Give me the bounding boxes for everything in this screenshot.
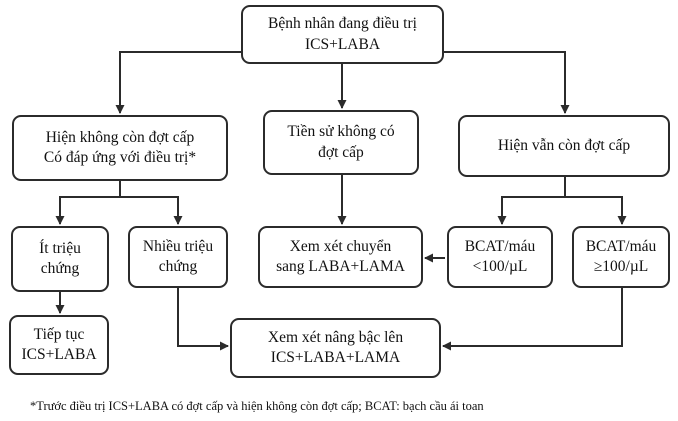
footnote: *Trước điều trị ICS+LABA có đợt cấp và h… xyxy=(30,399,484,413)
node-few-symptoms-line-1: Ít triệu xyxy=(39,239,81,257)
node-root-line-1: Bệnh nhân đang điều trị xyxy=(268,15,417,33)
node-switch-laba-lama: Xem xét chuyển sang LABA+LAMA xyxy=(258,226,423,288)
node-escalate-triple-line-2: ICS+LABA+LAMA xyxy=(270,349,401,366)
node-no-exacerbation-line-2: Có đáp ứng với điều trị* xyxy=(43,149,197,166)
node-still-exacerbation-line-1: Hiện vẫn còn đợt cấp xyxy=(497,136,631,154)
node-no-exacerbation-line-1: Hiện không còn đợt cấp xyxy=(45,128,195,146)
node-many-symptoms-line-1: Nhiều triệu xyxy=(142,237,214,255)
node-bcat-high: BCAT/máu ≥100/µL xyxy=(572,226,670,288)
node-bcat-high-line-1: BCAT/máu xyxy=(585,237,657,255)
node-escalate-triple-line-1: Xem xét nâng bậc lên xyxy=(267,328,404,346)
node-no-exacerbation: Hiện không còn đợt cấp Có đáp ứng với đi… xyxy=(12,115,228,181)
node-no-history: Tiền sử không có đợt cấp xyxy=(263,110,419,175)
node-root-line-2: ICS+LABA xyxy=(304,35,381,53)
node-many-symptoms: Nhiều triệu chứng xyxy=(128,226,228,288)
node-few-symptoms: Ít triệu chứng xyxy=(11,226,109,292)
edge-still-exacerbation-to-high xyxy=(565,196,627,225)
edge-bcat-high-to-escalate xyxy=(442,288,623,351)
edge-no-exacerbation-to-many xyxy=(120,196,183,225)
node-switch-laba-lama-line-1: Xem xét chuyển xyxy=(289,237,392,255)
node-continue-ics-laba: Tiếp tục ICS+LABA xyxy=(9,315,109,375)
edge-many-to-escalate xyxy=(177,288,229,351)
node-many-symptoms-line-2: chứng xyxy=(158,258,198,275)
node-continue-ics-laba-line-1: Tiếp tục xyxy=(33,325,85,343)
node-no-history-line-2: đợt cấp xyxy=(318,143,364,161)
node-bcat-low-line-1: BCAT/máu xyxy=(464,237,536,255)
node-switch-laba-lama-line-2: sang LABA+LAMA xyxy=(276,258,405,275)
edge-root-to-no-exacerbation xyxy=(115,51,241,114)
node-root: Bệnh nhân đang điều trị ICS+LABA xyxy=(241,5,444,64)
node-continue-ics-laba-line-2: ICS+LABA xyxy=(21,346,97,363)
edge-no-exacerbation-split xyxy=(55,181,121,225)
node-escalate-triple: Xem xét nâng bậc lên ICS+LABA+LAMA xyxy=(230,318,441,378)
node-no-history-line-1: Tiền sử không có xyxy=(287,123,395,141)
node-bcat-high-line-2: ≥100/µL xyxy=(593,258,649,275)
node-bcat-low: BCAT/máu <100/µL xyxy=(447,226,553,288)
edge-root-to-still-exacerbation xyxy=(444,51,570,114)
node-bcat-low-line-2: <100/µL xyxy=(472,258,528,275)
node-few-symptoms-line-2: chứng xyxy=(40,260,80,277)
edge-still-exacerbation-to-low xyxy=(497,177,566,225)
node-still-exacerbation: Hiện vẫn còn đợt cấp xyxy=(458,115,670,177)
